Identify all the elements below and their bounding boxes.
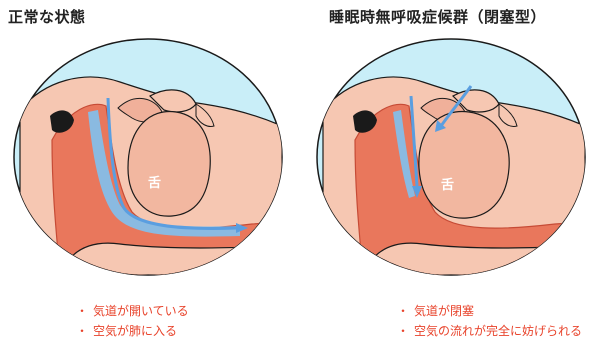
note-text: 空気が肺に入る: [93, 324, 177, 338]
neck-skin: [60, 243, 282, 275]
note-line: ・気道が開いている: [76, 301, 189, 321]
note-text: 気道が開いている: [93, 304, 189, 318]
note-line: ・気道が閉塞: [397, 301, 582, 321]
tongue-label: 舌: [441, 174, 454, 193]
bullet-icon: ・: [76, 324, 88, 338]
panel-obstructed: 睡眠時無呼吸症候群（閉塞型） 舌 ・気道が閉塞 ・空気の流れが完全に: [301, 0, 602, 342]
bullet-icon: ・: [397, 304, 409, 318]
airway-diagram-obstructed: [301, 0, 602, 342]
bullet-icon: ・: [76, 304, 88, 318]
notes-obstructed: ・気道が閉塞 ・空気の流れが完全に妨げられる: [397, 301, 582, 341]
tongue: [419, 111, 509, 218]
airway-diagram-normal: [0, 0, 301, 342]
bullet-icon: ・: [397, 324, 409, 338]
tongue-label: 舌: [148, 172, 161, 191]
notes-normal: ・気道が開いている ・空気が肺に入る: [76, 301, 189, 341]
tongue: [128, 111, 210, 216]
note-text: 空気の流れが完全に妨げられる: [414, 324, 582, 338]
note-line: ・空気の流れが完全に妨げられる: [397, 321, 582, 341]
note-line: ・空気が肺に入る: [76, 321, 189, 341]
neck-skin: [363, 243, 585, 275]
note-text: 気道が閉塞: [414, 304, 474, 318]
panel-normal: 正常な状態 舌: [0, 0, 301, 342]
